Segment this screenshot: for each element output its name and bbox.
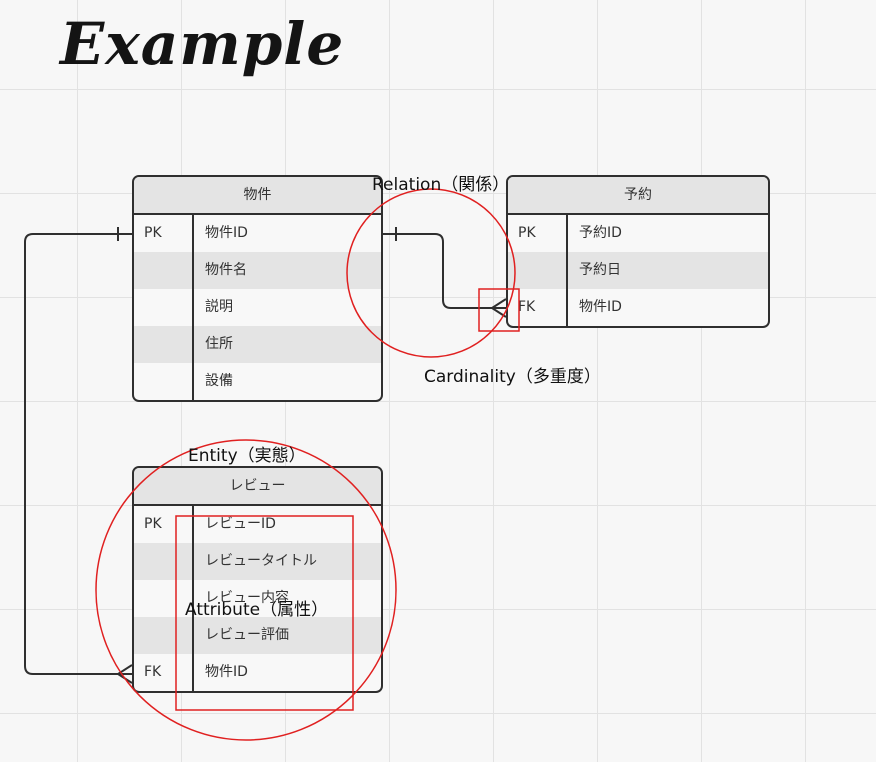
cardinality-highlight-box: [478, 288, 520, 332]
attribute-label: 予約ID: [579, 225, 622, 241]
key-label: [134, 580, 194, 617]
attribute-label: レビュー内容: [205, 590, 289, 606]
entity-review[interactable]: レビュー PK レビューID レビュータイトル レビュー内容 レビュー評価 FK…: [132, 466, 383, 693]
key-label: [508, 252, 568, 289]
entity-property[interactable]: 物件 PK 物件ID 物件名 説明 住所 設備: [132, 175, 383, 402]
relation-line-property-reservation: [381, 233, 506, 309]
attribute-label: 物件ID: [205, 225, 248, 241]
entity-reservation[interactable]: 予約 PK 予約ID 予約日 FK 物件ID: [506, 175, 770, 328]
attribute-label: レビュータイトル: [205, 553, 317, 569]
relation-highlight-circle: [346, 188, 516, 358]
many-marker: [116, 664, 133, 684]
key-label: [134, 289, 194, 326]
entity-row: レビュータイトル: [134, 543, 381, 580]
relation-line-property-review: [24, 233, 132, 675]
attribute-label: 物件ID: [579, 299, 622, 315]
entity-property-header: 物件: [134, 177, 381, 215]
relation-annotation: Relation（関係）: [372, 175, 510, 195]
entity-row: レビュー内容: [134, 580, 381, 617]
key-label: PK: [134, 215, 194, 252]
attribute-label: 住所: [205, 336, 233, 352]
attribute-label: レビューID: [205, 516, 276, 532]
entity-row: FK 物件ID: [508, 289, 768, 326]
key-label: PK: [508, 215, 568, 252]
entity-row: PK 予約ID: [508, 215, 768, 252]
entity-row: FK 物件ID: [134, 654, 381, 691]
attribute-label: レビュー評価: [205, 627, 289, 643]
entity-row: PK レビューID: [134, 506, 381, 543]
entity-row: 予約日: [508, 252, 768, 289]
entity-row: 住所: [134, 326, 381, 363]
entity-highlight-circle: [95, 439, 397, 741]
diagram-title: Example: [60, 10, 345, 78]
many-marker: [490, 298, 507, 318]
attribute-label: 物件ID: [205, 664, 248, 680]
attribute-label: 説明: [205, 299, 233, 315]
key-label: FK: [508, 289, 568, 326]
entity-reservation-header: 予約: [508, 177, 768, 215]
entity-review-header: レビュー: [134, 468, 381, 506]
entity-row: 設備: [134, 363, 381, 400]
attribute-label: 予約日: [579, 262, 621, 278]
entity-row: 説明: [134, 289, 381, 326]
key-label: [134, 617, 194, 654]
entity-row: PK 物件ID: [134, 215, 381, 252]
attribute-annotation: Attribute（属性）: [185, 600, 329, 620]
entity-row: 物件名: [134, 252, 381, 289]
attribute-label: 物件名: [205, 262, 247, 278]
key-label: [134, 252, 194, 289]
cardinality-annotation: Cardinality（多重度）: [424, 367, 601, 387]
key-label: [134, 543, 194, 580]
key-label: [134, 326, 194, 363]
key-label: PK: [134, 506, 194, 543]
attribute-label: 設備: [205, 373, 233, 389]
attribute-highlight-box: [175, 515, 354, 711]
key-label: [134, 363, 194, 400]
entity-annotation: Entity（実態）: [188, 446, 306, 466]
key-label: FK: [134, 654, 194, 691]
entity-row: レビュー評価: [134, 617, 381, 654]
